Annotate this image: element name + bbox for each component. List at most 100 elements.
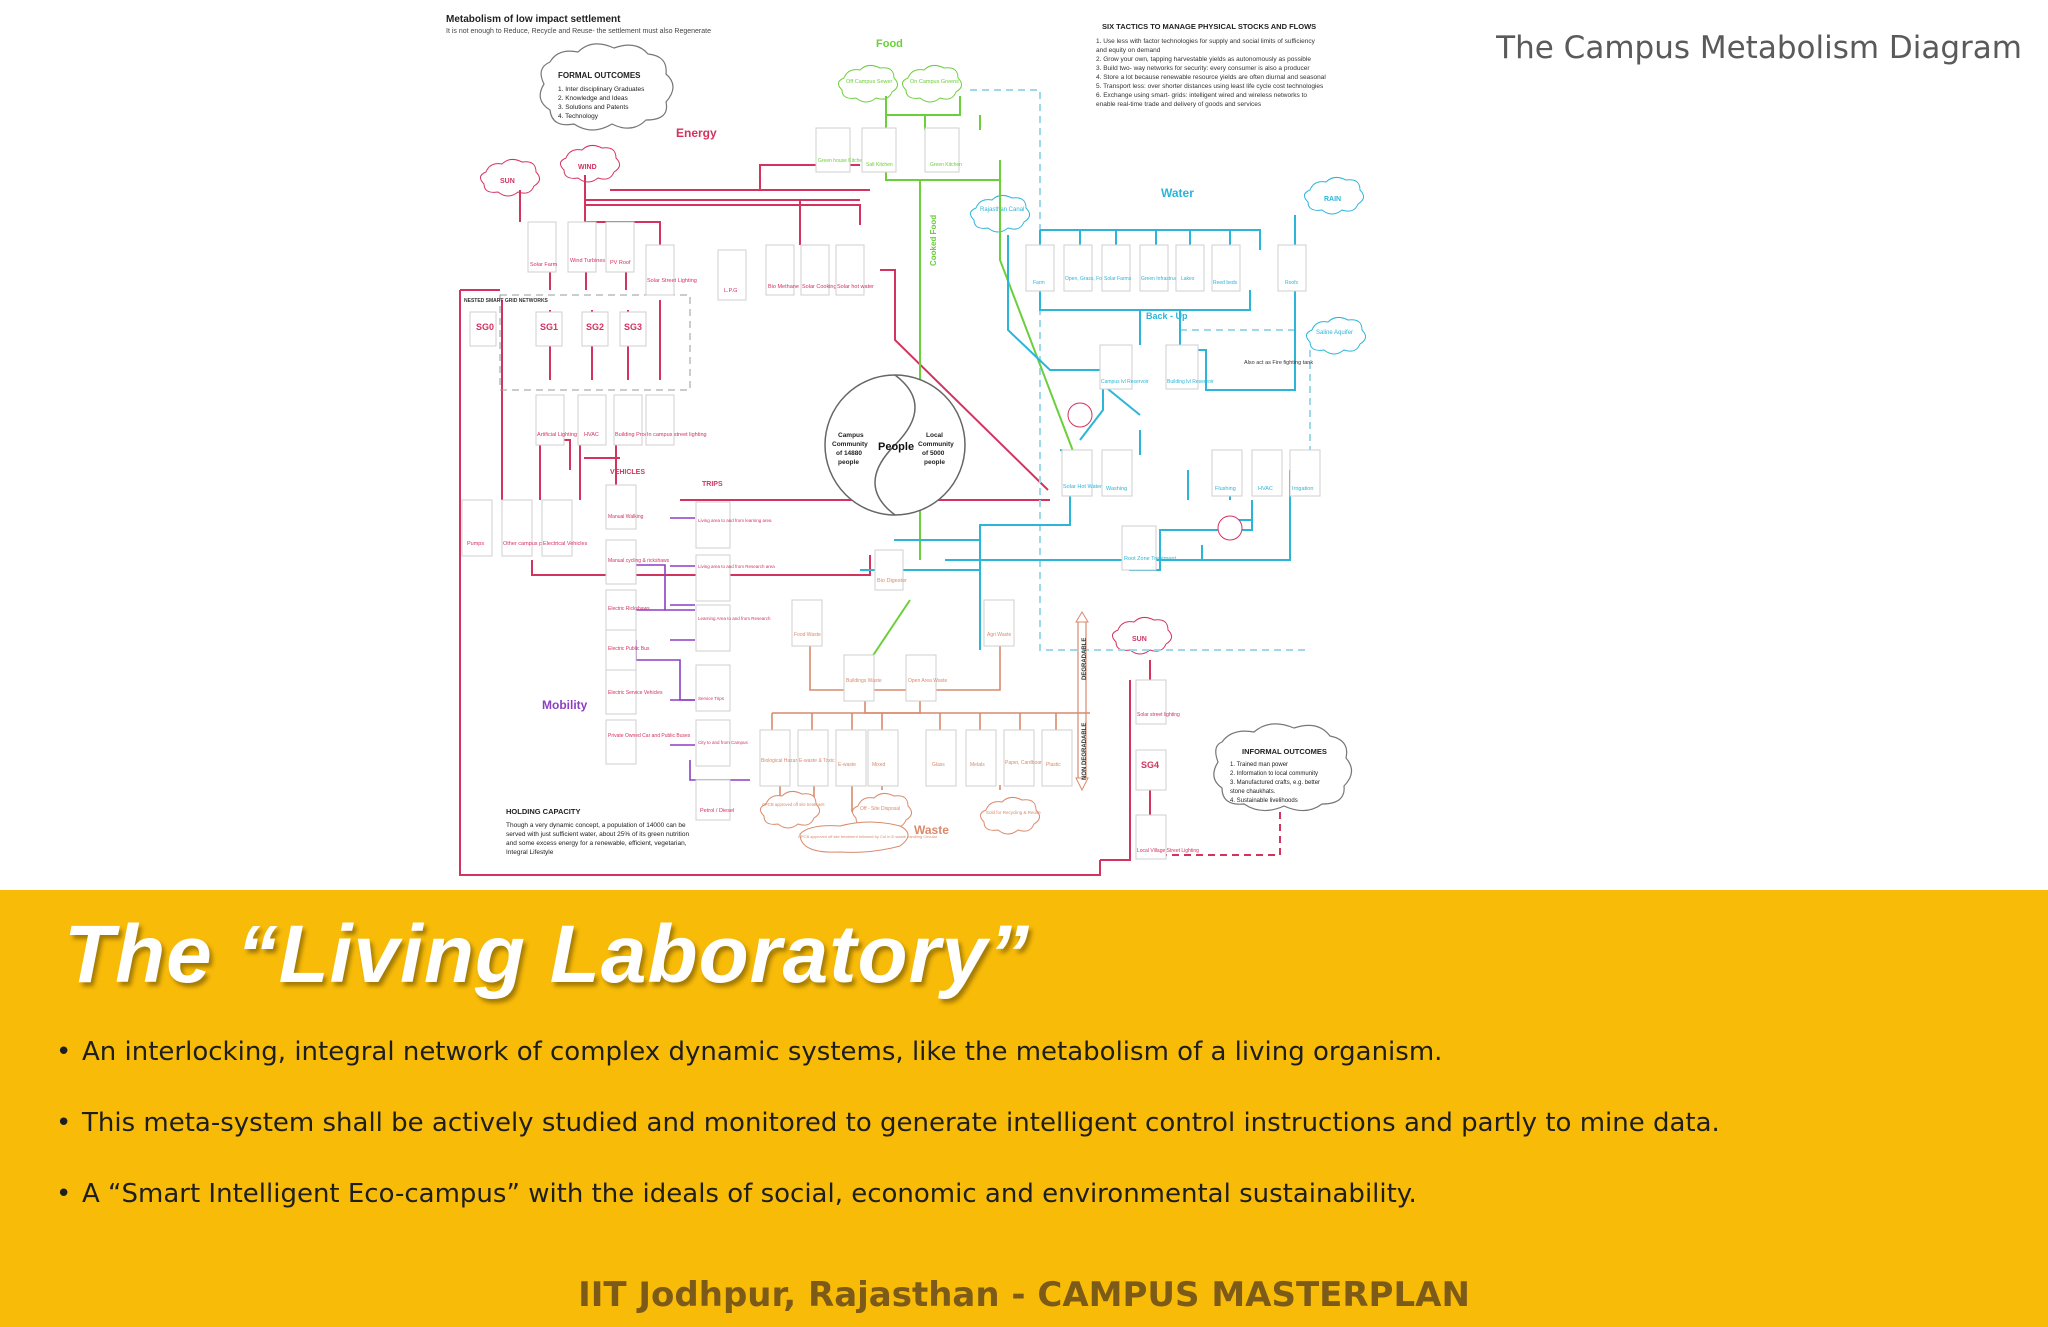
node-label: Open Area Waste [908,678,947,684]
tactic-line: and equity on demand [1096,47,1161,54]
node-label: Living area to and from Research area [698,564,775,569]
node-label: Service Trips [698,696,725,701]
node-label: Living area to and from learning area [698,518,772,523]
water-label: Water [1161,186,1194,200]
grid-node-label: SG2 [586,322,604,332]
bullet-item: •An interlocking, integral network of co… [56,1026,1720,1097]
informal-outcome-item: 3. Manufactured crafts, e.g. better [1230,780,1320,786]
informal-outcome-item: 4. Sustainable livelihoods [1230,798,1298,804]
node-label: PV Roof [610,260,631,266]
headline: The “Living Laboratory” [64,909,1031,1000]
node-label: Bio Digester [877,578,907,584]
informal-outcome-item: 2. Information to local community [1230,771,1318,777]
waste-flows [771,620,1090,812]
rain-cloud-label: RAIN [1324,196,1341,203]
trips-label: TRIPS [702,481,723,488]
node-label: In campus street lighting [647,432,707,438]
right-nodes: Solar street lighting SG4 Local Village … [1135,679,1199,860]
bin-label: Metals [970,762,985,768]
local-community-line: Community [918,441,954,448]
node-label: Solar Street Lighting [647,278,697,284]
bin-label: Mixed [872,762,886,768]
formal-outcome-item: 3. Solutions and Patents [558,104,629,111]
node-label: Campus lvl Reservoir [1101,379,1149,385]
node-label: Food Waste [794,632,821,638]
bullet-item: •A “Smart Intelligent Eco-campus” with t… [56,1168,1720,1239]
waste-cloud-label: Sold for Recycling & Reuse [986,810,1041,815]
formal-outcome-item: 1. Inter disciplinary Graduates [558,86,645,93]
water-nodes: Farm Open, Grass, Forest Solar Farms Gre… [1025,244,1307,292]
node-label: Pumps [467,541,484,547]
node-label: Open, Grass, Forest [1065,276,1111,282]
formal-outcomes-cloud: FORMAL OUTCOMES 1. Inter disciplinary Gr… [539,43,674,131]
campus-community-line: Campus [838,432,864,439]
node-label: Electric Service Vehicles [608,690,663,696]
node-label: Green house Kitchen [818,158,865,164]
bullet-icon: • [56,1179,72,1209]
node-label: Roofs [1285,280,1299,286]
wind-cloud-label: WIND [578,164,597,171]
tactic-line: 5. Transport less: over shorter distance… [1096,83,1324,90]
fire-note: Also act as Fire fighting tank [1244,360,1313,366]
node-label: Manual cycling & rickshaws [608,558,670,564]
demand-nodes: Artificial Lighting HVAC Building Proces… [535,394,707,446]
bullet-icon: • [56,1108,72,1138]
holding-line: served with just sufficient water, about… [506,831,689,838]
node-label: Learning Area to and from Research [698,616,771,621]
bin-label: Plastic [1046,762,1061,768]
grid-node-label: SG0 [476,322,494,332]
grid-node-label: SG1 [540,322,558,332]
food-nodes: Green house Kitchen Salt Kitchen Green K… [815,127,962,173]
formal-outcome-item: 4. Technology [558,113,599,120]
people-circle: People Campus Community of 14880 people … [824,374,966,516]
sun-cloud-right: SUN [1112,616,1172,655]
tactic-line: 6. Exchange using smart- grids: intellig… [1096,92,1307,99]
local-community-line: people [924,459,945,466]
bullet-list: • An interlocking, integral network of co… [56,1026,1720,1239]
node-label: Artificial Lighting [537,432,577,438]
node-label: SG4 [1141,760,1159,770]
sun-cloud: SUN [480,158,540,197]
vehicle-nodes: Manual Walking Manual cycling & rickshaw… [605,484,691,765]
bullet-item: •This meta-system shall be actively stud… [56,1097,1720,1168]
food-label: Food [876,38,903,50]
bullet-text: An interlocking, integral network of com… [82,1037,1443,1067]
node-label: Washing [1106,486,1127,492]
aquifer-cloud: Saline Aquifer [1306,316,1366,355]
people-label: People [878,441,914,453]
non-degradable-label: NON DEGRADABLE [1082,723,1088,780]
node-label: Electric Public Bus [608,646,650,652]
node-label: HVAC [1258,486,1273,492]
tank-nodes: Campus lvl Reservoir Building lvl Reserv… [1099,344,1313,390]
degradable-arrow: DEGRADABLE NON DEGRADABLE [1075,611,1089,792]
energy-nodes: Solar Farm Wind Turbines PV Roof Solar S… [527,221,697,296]
node-label: Manual Walking [608,514,644,520]
node-label: Solar Farms [1104,276,1132,282]
node-label: Farm [1033,280,1045,286]
holding-line: Though a very dynamic concept, a populat… [506,822,686,829]
node-label: Local Village Street Lighting [1137,848,1199,854]
node-label: Electrical Vehicles [543,541,588,547]
node-label: Irrigation [1292,486,1313,492]
petrol-label: Petrol / Diesel [700,808,734,814]
sun-cloud-right-label: SUN [1132,636,1147,643]
tactic-line: 2. Grow your own, tapping harvestable yi… [1096,56,1311,63]
node-label: Flushing [1215,486,1236,492]
wind-cloud: WIND [560,144,620,183]
mobility-label: Mobility [542,698,588,712]
tactics-block: SIX TACTICS TO MANAGE PHYSICAL STOCKS AN… [1096,22,1326,108]
tactic-line: enable real-time trade and delivery of g… [1096,101,1262,108]
grid-node-label: SG3 [624,322,642,332]
node-label: Solar Hot Water [1063,484,1102,490]
fuel-nodes: L.P.G Bio Methane Solar Cooking Solar ho… [717,244,874,301]
waste-cloud-label: CPCB approved off site treatment followe… [798,834,938,839]
holding-line: and some excess energy for a renewable, … [506,840,687,847]
node-label: Reed beds [1213,280,1238,286]
informal-outcomes-title: INFORMAL OUTCOMES [1242,747,1327,756]
node-label: Green Infrastructure [1141,276,1186,282]
oncampus-cloud-label: On Campus Greens [910,79,959,85]
doc-title: The Campus Metabolism Diagram [1496,30,2022,66]
offsite-cloud-label: Off Campus Sewer [846,79,893,85]
bin-label: E-waste [838,762,856,768]
transport-nodes: Pumps Other campus processes Electrical … [461,499,588,557]
